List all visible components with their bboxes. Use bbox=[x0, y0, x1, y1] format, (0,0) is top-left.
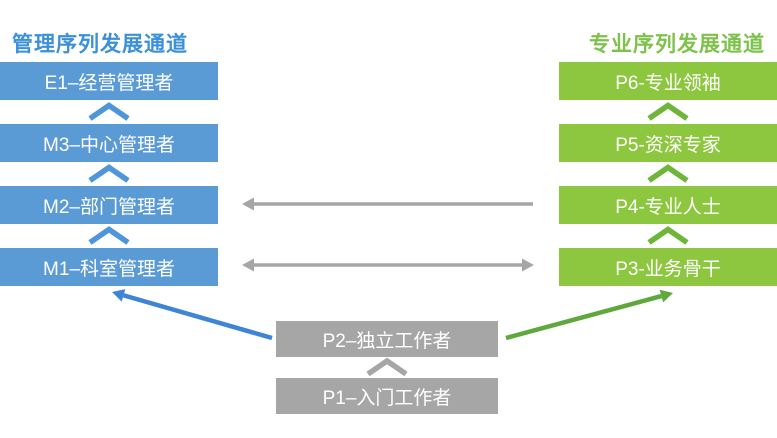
level-box-e1: E1–经营管理者 bbox=[0, 62, 218, 100]
management-track-title: 管理序列发展通道 bbox=[12, 33, 188, 56]
level-box-p1: P1–入门工作者 bbox=[276, 378, 498, 414]
level-box-p3: P3-业务骨干 bbox=[559, 248, 777, 286]
level-box-m2: M2–部门管理者 bbox=[0, 186, 218, 224]
arrow-shaft bbox=[505, 293, 662, 341]
m1-p3-double-arrow bbox=[242, 258, 534, 272]
level-box-p5: P5-资深专家 bbox=[559, 124, 777, 162]
arrow-up-right-head-icon bbox=[659, 289, 673, 303]
level-box-m3: M3–中心管理者 bbox=[0, 124, 218, 162]
p2-to-p3-arrow bbox=[505, 289, 673, 341]
chevron-up-icon bbox=[88, 164, 130, 183]
arrow-right-head-icon bbox=[522, 258, 534, 272]
professional-track-title: 专业序列发展通道 bbox=[589, 33, 765, 56]
level-box-p4: P4-专业人士 bbox=[559, 186, 777, 224]
level-box-m1: M1–科室管理者 bbox=[0, 248, 218, 286]
level-box-p2: P2–独立工作者 bbox=[276, 321, 498, 357]
arrow-left-head-icon bbox=[242, 258, 254, 272]
chevron-up-icon bbox=[366, 357, 408, 377]
chevron-up-icon bbox=[647, 102, 689, 121]
arrow-shaft bbox=[122, 293, 273, 341]
level-box-p6: P6-专业领袖 bbox=[559, 62, 777, 100]
p4-to-m2-arrow bbox=[242, 197, 533, 211]
chevron-up-icon bbox=[88, 226, 130, 245]
arrow-left-head-icon bbox=[242, 197, 254, 211]
chevron-up-icon bbox=[647, 164, 689, 183]
arrow-up-left-head-icon bbox=[112, 289, 126, 302]
entry-chevrons bbox=[366, 357, 408, 377]
chevron-up-icon bbox=[647, 226, 689, 245]
chevron-up-icon bbox=[88, 102, 130, 121]
p2-to-m1-arrow bbox=[112, 289, 273, 341]
